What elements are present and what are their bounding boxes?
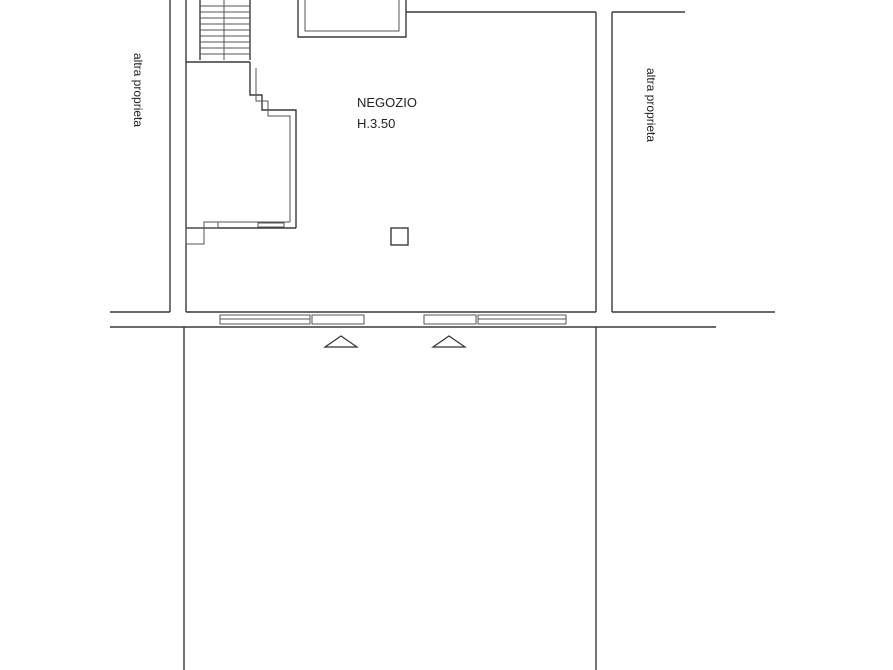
shop-front-wall: [110, 311, 716, 328]
left-neighbor-label: altra proprieta: [131, 53, 145, 127]
top-wall: [297, 0, 596, 38]
entry-arrow-right: [431, 335, 467, 348]
right-boundary-wall: [595, 11, 775, 313]
room-name-label: NEGOZIO: [357, 95, 417, 110]
internal-partition: [185, 62, 297, 245]
staircase: [186, 0, 251, 63]
right-neighbor-label: altra proprieta: [644, 68, 658, 142]
room-height-label: H.3.50: [357, 116, 395, 131]
entry-arrow-left: [323, 335, 359, 348]
lower-area-walls: [183, 327, 597, 670]
left-boundary-wall: [110, 0, 187, 313]
pillar: [390, 227, 409, 246]
